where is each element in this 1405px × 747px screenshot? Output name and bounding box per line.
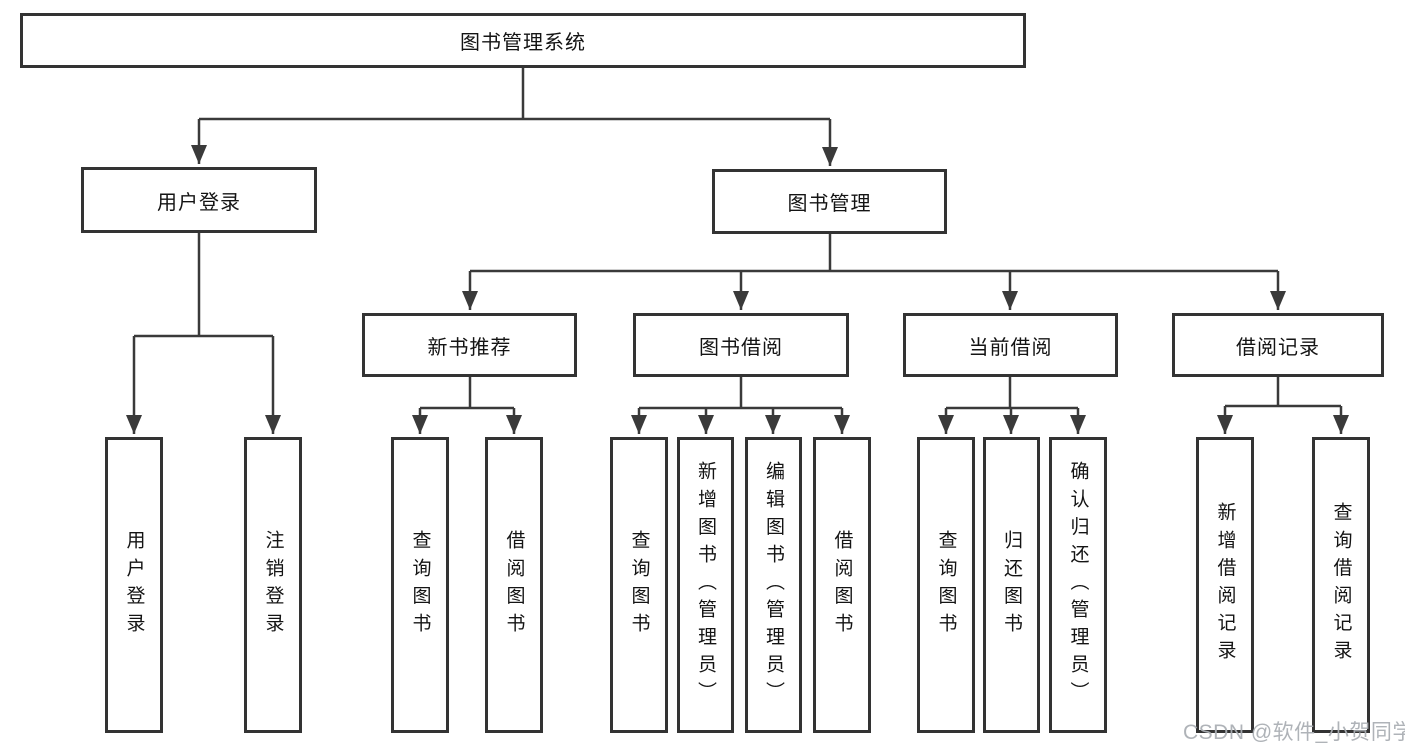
- node-borrowing-records: 借阅记录: [1172, 313, 1384, 377]
- edges-book-management: [462, 271, 1286, 310]
- edges-book-borrowing: [631, 408, 850, 434]
- leaf-add-borrow-record: 新增借阅记录: [1196, 437, 1254, 733]
- leaf-query-books-recommend-label: 查询图书: [409, 529, 431, 641]
- leaf-borrow-books-borrowing-label: 借阅图书: [831, 529, 853, 641]
- csdn-watermark: CSDN @软件_小贺同学: [1183, 721, 1405, 744]
- leaf-query-books-current: 查询图书: [917, 437, 975, 733]
- node-current-borrowing: 当前借阅: [903, 313, 1118, 377]
- leaf-query-books-borrowing: 查询图书: [610, 437, 668, 733]
- edges-borrowing-records: [1217, 406, 1349, 434]
- node-borrowing-records-label: 借阅记录: [1236, 336, 1320, 359]
- leaf-add-books-admin: 新增图书（管理员）: [677, 437, 734, 733]
- leaf-confirm-return-admin: 确认归还（管理员）: [1049, 437, 1107, 733]
- edges-new-book-recommend: [412, 408, 522, 434]
- leaf-return-books: 归还图书: [983, 437, 1040, 733]
- node-new-book-recommend: 新书推荐: [362, 313, 577, 377]
- leaf-logout: 注销登录: [244, 437, 302, 733]
- leaf-confirm-return-admin-label: 确认归还（管理员）: [1067, 461, 1089, 709]
- leaf-return-books-label: 归还图书: [1001, 529, 1022, 641]
- node-current-borrowing-label: 当前借阅: [968, 336, 1053, 359]
- node-book-management-label: 图书管理: [787, 193, 872, 215]
- node-new-book-recommend-label: 新书推荐: [427, 336, 512, 359]
- edges-current-borrowing: [938, 408, 1086, 434]
- node-book-management: 图书管理: [712, 169, 947, 234]
- leaf-edit-books-admin: 编辑图书（管理员）: [745, 437, 802, 733]
- leaf-borrow-books-borrowing: 借阅图书: [813, 437, 871, 733]
- leaf-borrow-books-recommend: 借阅图书: [485, 437, 543, 733]
- leaf-edit-books-admin-label: 编辑图书（管理员）: [763, 461, 784, 709]
- node-user-login-label: 用户登录: [157, 191, 241, 214]
- leaf-add-borrow-record-label: 新增借阅记录: [1214, 502, 1236, 668]
- node-book-borrowing: 图书借阅: [633, 313, 849, 377]
- leaf-user-login-label: 用户登录: [123, 529, 145, 641]
- leaf-borrow-books-recommend-label: 借阅图书: [503, 529, 525, 641]
- leaf-user-login: 用户登录: [105, 437, 163, 733]
- node-root: 图书管理系统: [20, 13, 1026, 68]
- node-book-borrowing-label: 图书借阅: [699, 336, 783, 359]
- edges-login: [126, 336, 281, 434]
- leaf-query-borrow-record-label: 查询借阅记录: [1330, 502, 1352, 668]
- leaf-logout-label: 注销登录: [262, 529, 284, 641]
- edges-root: [191, 119, 838, 166]
- leaf-add-books-admin-label: 新增图书（管理员）: [695, 461, 716, 709]
- node-root-label: 图书管理系统: [460, 32, 586, 54]
- leaf-query-borrow-record: 查询借阅记录: [1312, 437, 1370, 733]
- leaf-query-books-current-label: 查询图书: [935, 529, 957, 641]
- leaf-query-books-borrowing-label: 查询图书: [628, 529, 650, 641]
- leaf-query-books-recommend: 查询图书: [391, 437, 449, 733]
- node-user-login: 用户登录: [81, 167, 317, 233]
